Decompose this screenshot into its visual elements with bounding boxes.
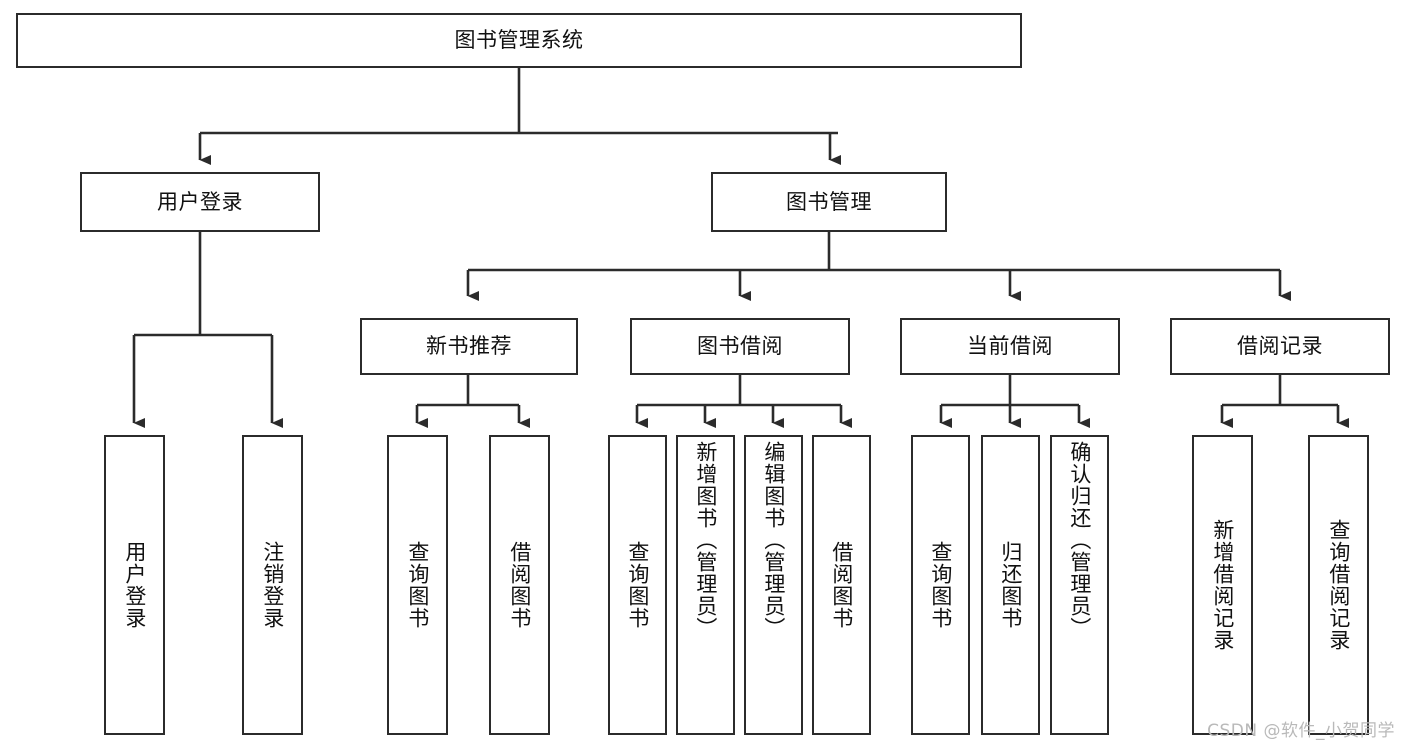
leaf-label: 查询图书: [405, 541, 430, 629]
leaf-label: 注销登录: [260, 541, 285, 629]
node-label: 图书管理: [786, 189, 872, 214]
node-new-book-recommend[interactable]: 新书推荐: [360, 318, 578, 375]
leaf-label: 编辑图书（管理员）: [761, 441, 786, 639]
leaf-current-confirm-return[interactable]: 确认归还（管理员）: [1050, 435, 1109, 735]
node-label: 图书管理系统: [454, 28, 584, 53]
leaf-records-query-record[interactable]: 查询借阅记录: [1308, 435, 1369, 735]
leaf-recommend-query-book[interactable]: 查询图书: [387, 435, 448, 735]
node-borrow-records[interactable]: 借阅记录: [1170, 318, 1390, 375]
node-user-login[interactable]: 用户登录: [80, 172, 320, 232]
leaf-recommend-borrow-book[interactable]: 借阅图书: [489, 435, 550, 735]
leaf-records-add-record[interactable]: 新增借阅记录: [1192, 435, 1253, 735]
node-book-management[interactable]: 图书管理: [711, 172, 947, 232]
leaf-label: 查询图书: [625, 541, 650, 629]
node-book-borrow[interactable]: 图书借阅: [630, 318, 850, 375]
leaf-label: 查询图书: [928, 541, 953, 629]
node-label: 图书借阅: [697, 334, 783, 359]
leaf-label: 新增图书（管理员）: [693, 441, 718, 639]
leaf-current-query-book[interactable]: 查询图书: [911, 435, 970, 735]
leaf-label: 新增借阅记录: [1210, 519, 1235, 651]
node-label: 当前借阅: [967, 334, 1053, 359]
leaf-label: 用户登录: [122, 541, 147, 629]
leaf-label: 借阅图书: [507, 541, 532, 629]
node-label: 借阅记录: [1237, 334, 1323, 359]
node-root-system[interactable]: 图书管理系统: [16, 13, 1022, 68]
leaf-label: 确认归还（管理员）: [1067, 441, 1092, 639]
csdn-watermark: CSDN @软件_小贺同学: [1207, 721, 1395, 741]
node-label: 用户登录: [157, 189, 243, 214]
leaf-borrow-add-book[interactable]: 新增图书（管理员）: [676, 435, 735, 735]
leaf-borrow-edit-book[interactable]: 编辑图书（管理员）: [744, 435, 803, 735]
leaf-borrow-query-book[interactable]: 查询图书: [608, 435, 667, 735]
leaf-user-login-signin[interactable]: 用户登录: [104, 435, 165, 735]
node-label: 新书推荐: [426, 334, 512, 359]
leaf-label: 归还图书: [998, 541, 1023, 629]
node-current-borrow[interactable]: 当前借阅: [900, 318, 1120, 375]
leaf-label: 借阅图书: [829, 541, 854, 629]
leaf-current-return-book[interactable]: 归还图书: [981, 435, 1040, 735]
leaf-borrow-borrow-book[interactable]: 借阅图书: [812, 435, 871, 735]
leaf-label: 查询借阅记录: [1326, 519, 1351, 651]
leaf-user-login-signout[interactable]: 注销登录: [242, 435, 303, 735]
